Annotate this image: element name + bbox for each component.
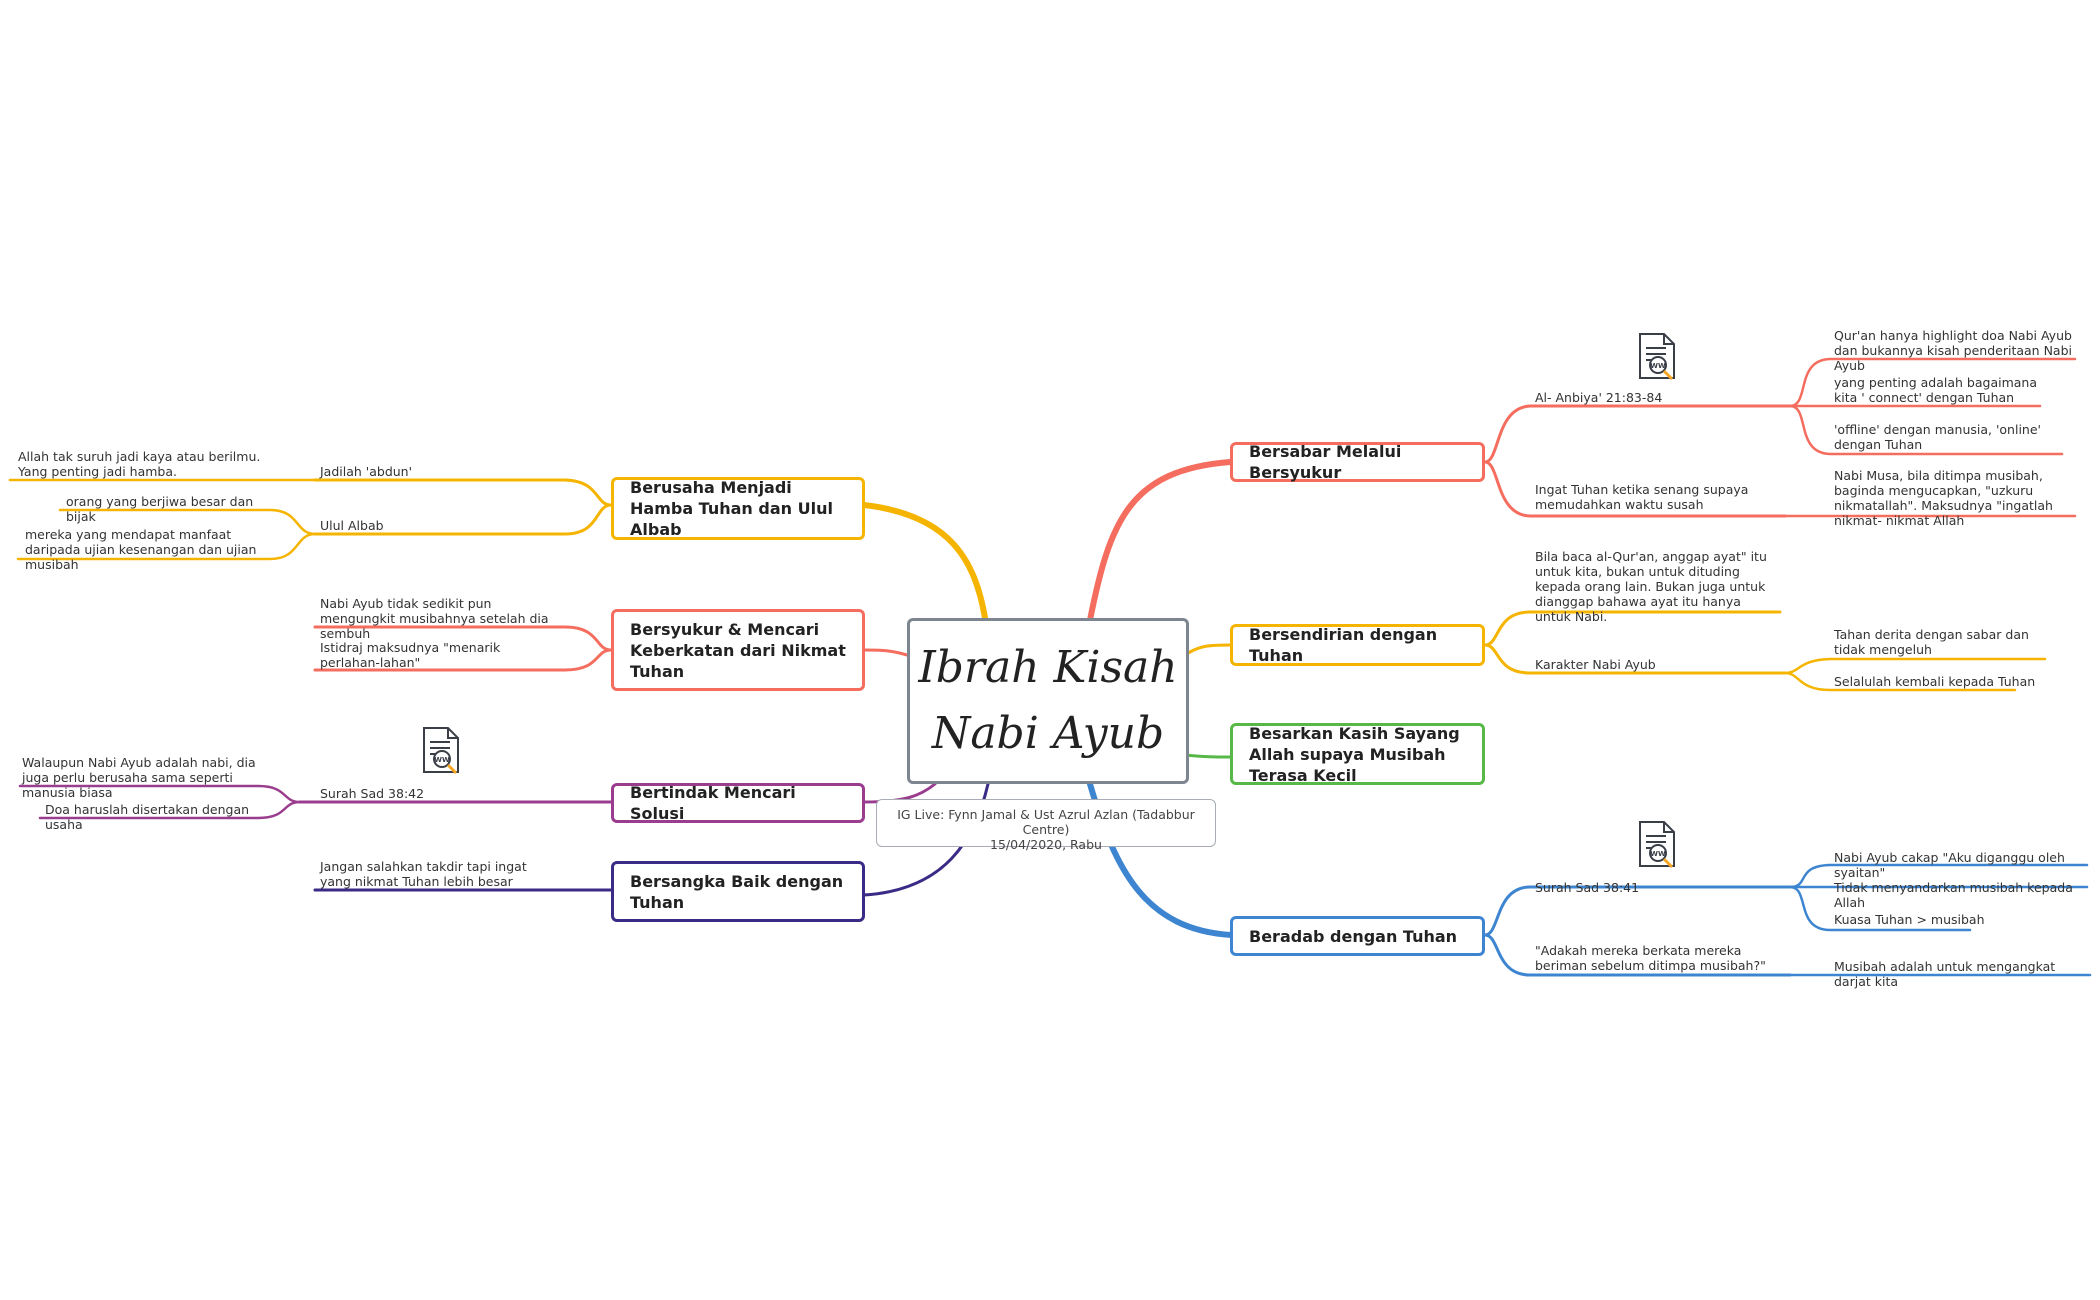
- subtopic[interactable]: Nabi Ayub tidak sedikit pun mengungkit m…: [320, 596, 549, 641]
- branch-bertindak[interactable]: Bertindak Mencari Solusi: [611, 783, 865, 823]
- subtopic[interactable]: Surah Sad 38:42: [320, 786, 425, 801]
- leaf-topic[interactable]: 'offline' dengan manusia, 'online' denga…: [1834, 422, 2041, 452]
- leaf-topic[interactable]: yang penting adalah bagaimana kita ' con…: [1834, 375, 2038, 405]
- branch-bersangka-baik[interactable]: Bersangka Baik dengan Tuhan: [611, 861, 865, 922]
- subtopic[interactable]: Istidraj maksudnya "menarik perlahan-lah…: [320, 640, 501, 670]
- branch-bersyukur[interactable]: Bersyukur & Mencari Keberkatan dari Nikm…: [611, 609, 865, 691]
- subtopic[interactable]: Bila baca al-Qur'an, anggap ayat" itu un…: [1535, 549, 1767, 624]
- branch-bersendirian[interactable]: Bersendirian dengan Tuhan: [1230, 624, 1485, 666]
- leaf-topic[interactable]: Nabi Musa, bila ditimpa musibah, baginda…: [1834, 468, 2053, 528]
- document-link-icon[interactable]: WW: [1636, 820, 1680, 870]
- document-link-icon[interactable]: WW: [420, 726, 464, 776]
- svg-text:WW: WW: [434, 756, 450, 764]
- subtopic[interactable]: Al- Anbiya' 21:83-84: [1535, 390, 1663, 405]
- subtopic[interactable]: "Adakah mereka berkata mereka beriman se…: [1535, 943, 1766, 973]
- leaf-topic[interactable]: Tidak menyandarkan musibah kepada Allah: [1834, 880, 2073, 910]
- branch-berusaha[interactable]: Berusaha Menjadi Hamba Tuhan dan Ulul Al…: [611, 477, 865, 540]
- branch-beradab[interactable]: Beradab dengan Tuhan: [1230, 916, 1485, 956]
- leaf-topic[interactable]: Tahan derita dengan sabar dan tidak meng…: [1834, 627, 2029, 657]
- central-topic[interactable]: Ibrah Kisah Nabi Ayub: [907, 618, 1189, 784]
- leaf-topic[interactable]: Walaupun Nabi Ayub adalah nabi, dia juga…: [22, 755, 256, 800]
- subtopic[interactable]: Jadilah 'abdun': [320, 464, 413, 479]
- branch-bersabar[interactable]: Bersabar Melalui Bersyukur: [1230, 442, 1485, 482]
- subtopic[interactable]: Surah Sad 38:41: [1535, 880, 1640, 895]
- subtopic[interactable]: Karakter Nabi Ayub: [1535, 657, 1656, 672]
- svg-text:WW: WW: [1650, 850, 1666, 858]
- branch-besarkan-kasih[interactable]: Besarkan Kasih Sayang Allah supaya Musib…: [1230, 723, 1485, 785]
- subtopic[interactable]: Ingat Tuhan ketika senang supaya memudah…: [1535, 482, 1749, 512]
- leaf-topic[interactable]: orang yang berjiwa besar dan bijak: [66, 494, 254, 524]
- document-link-icon[interactable]: WW: [1636, 332, 1680, 382]
- leaf-topic[interactable]: mereka yang mendapat manfaat daripada uj…: [25, 527, 257, 572]
- leaf-topic[interactable]: Doa haruslah disertakan dengan usaha: [45, 802, 250, 832]
- leaf-topic[interactable]: Allah tak suruh jadi kaya atau berilmu. …: [18, 449, 261, 479]
- leaf-topic[interactable]: Selalulah kembali kepada Tuhan: [1834, 674, 2036, 689]
- central-note: IG Live: Fynn Jamal & Ust Azrul Azlan (T…: [876, 799, 1216, 852]
- leaf-topic[interactable]: Kuasa Tuhan > musibah: [1834, 912, 1985, 927]
- leaf-topic[interactable]: Qur'an hanya highlight doa Nabi Ayub dan…: [1834, 328, 2073, 373]
- leaf-topic[interactable]: Nabi Ayub cakap "Aku diganggu oleh syait…: [1834, 850, 2065, 880]
- svg-text:WW: WW: [1650, 362, 1666, 370]
- subtopic[interactable]: Jangan salahkan takdir tapi ingat yang n…: [320, 859, 527, 889]
- leaf-topic[interactable]: Musibah adalah untuk mengangkat darjat k…: [1834, 959, 2056, 989]
- subtopic[interactable]: Ulul Albab: [320, 518, 384, 533]
